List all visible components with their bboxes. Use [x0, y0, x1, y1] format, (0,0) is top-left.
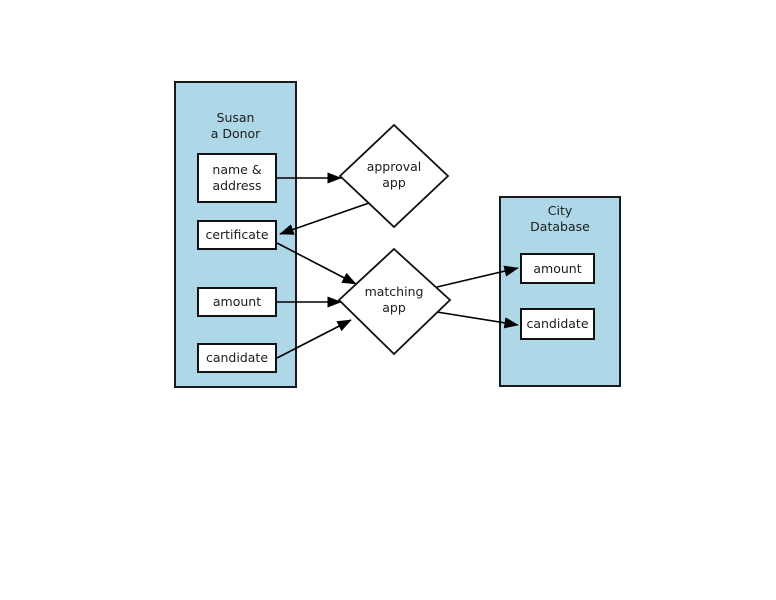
flow-approval-app-to-certificate	[279, 202, 370, 235]
diamond-matching-app[interactable]	[337, 247, 452, 356]
flow-matching-app-to-city-amount	[436, 265, 519, 288]
panel-city-database	[499, 196, 621, 387]
box-donor-amount[interactable]: amount	[197, 287, 277, 317]
box-donor-certificate[interactable]: certificate	[197, 220, 277, 250]
diamond-approval-app[interactable]	[338, 123, 450, 229]
box-donor-candidate[interactable]: candidate	[197, 343, 277, 373]
panel-donor-title: Susan a Donor	[210, 110, 261, 141]
flow-certificate-to-matching-app	[276, 242, 357, 285]
flow-matching-app-to-city-candidate	[436, 311, 519, 329]
box-donor-name-address[interactable]: name & address	[197, 153, 277, 203]
panel-city-database-title: City Database	[530, 203, 590, 234]
box-city-candidate[interactable]: candidate	[520, 308, 595, 340]
box-city-amount[interactable]: amount	[520, 253, 595, 284]
flow-candidate-to-matching-app	[276, 319, 352, 359]
